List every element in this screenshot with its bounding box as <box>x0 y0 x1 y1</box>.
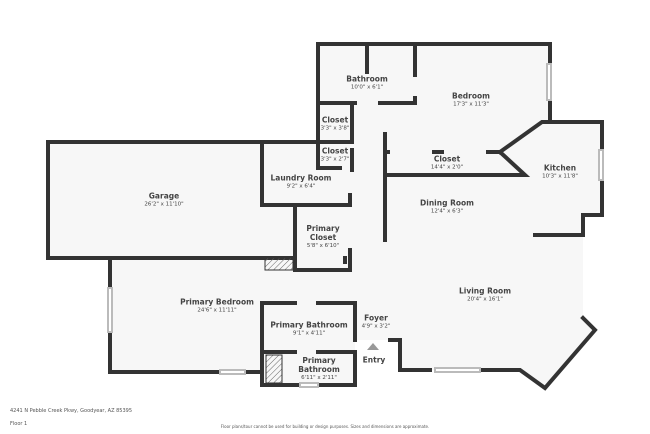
address: 4241 N Pebble Creek Pkwy, Goodyear, AZ 8… <box>10 408 133 414</box>
windows <box>107 63 604 388</box>
hatched-area <box>265 354 283 384</box>
hatched-area <box>264 257 294 271</box>
floor-fill <box>48 44 602 388</box>
entry-label: Entry <box>362 355 386 365</box>
disclaimer: Floor plans/tour cannot be used for buil… <box>220 424 430 429</box>
entry-arrow-icon <box>367 343 379 350</box>
floor-label: Floor 1 <box>10 421 28 427</box>
